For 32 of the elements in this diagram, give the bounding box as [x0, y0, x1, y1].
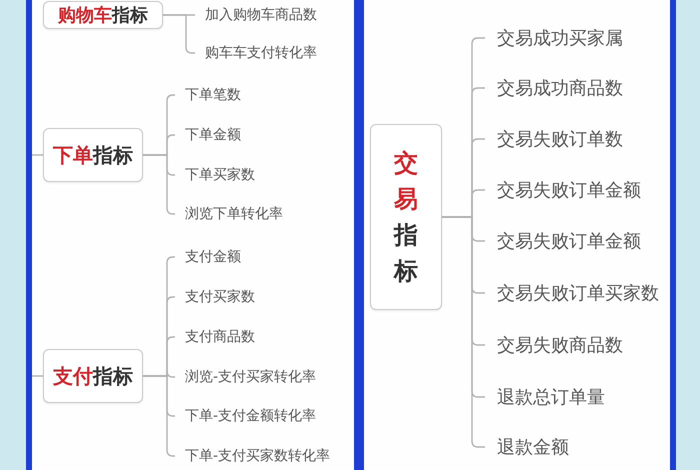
metric-label: 交易失败订单金额: [497, 179, 641, 202]
metric-label: 退款总订单量: [497, 386, 605, 409]
metric-label: 支付买家数: [185, 288, 255, 306]
metric-label: 交易成功买家属: [497, 27, 623, 50]
metric-label: 浏览-支付买家转化率: [185, 368, 316, 386]
metric-label: 支付商品数: [185, 328, 255, 346]
topic-box: [43, 128, 143, 182]
metric-label: 下单-支付金额转化率: [185, 407, 316, 425]
metric-label: 交易失败商品数: [497, 334, 623, 357]
metric-label: 交易失败订单数: [497, 128, 623, 151]
topic-box: [43, 1, 163, 29]
metric-label: 购车车支付转化率: [205, 44, 317, 62]
metric-label: 浏览下单转化率: [185, 205, 283, 223]
metric-label: 加入购物车商品数: [205, 6, 317, 24]
connector-line: [32, 154, 43, 156]
metric-label: 下单-支付买家数转化率: [185, 447, 330, 465]
connector-line: [32, 375, 43, 377]
metric-label: 支付金额: [185, 248, 241, 266]
topic-label: 交易指标: [394, 148, 418, 287]
metric-label: 下单买家数: [185, 166, 255, 184]
metric-label: 交易失败订单买家数: [497, 282, 659, 305]
topic-box: [43, 349, 143, 403]
metric-label: 交易失败订单金额: [497, 230, 641, 253]
topic-label: 购物车指标: [58, 4, 148, 27]
topic-label: 下单指标: [53, 142, 133, 168]
connector-line: [442, 216, 485, 448]
metric-label: 下单金额: [185, 126, 241, 144]
metric-label: 下单笔数: [185, 86, 241, 104]
metric-label: 交易成功商品数: [497, 77, 623, 100]
topic-box: [370, 124, 442, 310]
metric-label: 退款金额: [497, 436, 569, 459]
topic-label: 支付指标: [53, 362, 133, 390]
